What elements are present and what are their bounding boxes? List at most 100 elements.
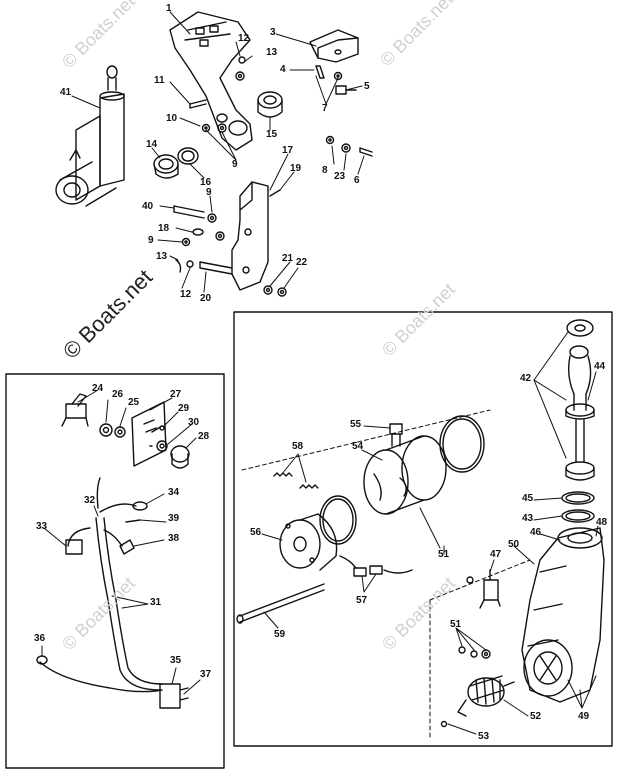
housing-54 — [363, 435, 447, 515]
part-label: 37 — [200, 669, 212, 680]
part-label: 24 — [92, 383, 104, 394]
part-label: 54 — [352, 441, 364, 452]
part-label: 18 — [158, 223, 170, 234]
part-label: 26 — [112, 389, 124, 400]
part-label: 5 — [364, 81, 370, 92]
part-label: 38 — [168, 533, 180, 544]
springs-58 — [273, 472, 319, 489]
part-label: 16 — [200, 177, 212, 188]
part-label: 15 — [266, 129, 278, 140]
part-label: 51 — [438, 549, 450, 560]
part-label: 9 — [232, 159, 238, 170]
part-label: 11 — [154, 75, 165, 86]
reservoir-42 — [565, 319, 595, 481]
part-label: 14 — [146, 139, 158, 150]
part-label: 48 — [596, 517, 608, 528]
part-label: 20 — [200, 293, 212, 304]
part-label: 13 — [266, 47, 278, 58]
switch-24 — [61, 393, 89, 427]
o-ring-rear — [439, 415, 485, 473]
part-label: 29 — [178, 403, 190, 414]
part-label: 4 — [280, 64, 286, 75]
gear-housing-50 — [521, 527, 605, 703]
part-label: 42 — [520, 373, 532, 384]
bracket-17 — [231, 181, 269, 291]
part-label: 57 — [356, 595, 368, 606]
cap-28 — [170, 445, 190, 469]
part-label: 7 — [322, 103, 328, 114]
part-label: 33 — [36, 521, 48, 532]
part-label: 9 — [206, 187, 212, 198]
leader-lines — [41, 11, 599, 735]
part-label: 35 — [170, 655, 182, 666]
wire-harness-31 — [36, 477, 163, 693]
seal-45 — [561, 491, 595, 505]
part-label: 55 — [350, 419, 362, 430]
part-label: 1 — [166, 3, 172, 14]
lower-left-panel — [5, 373, 225, 769]
connector-33 — [65, 539, 83, 555]
hardware-top — [189, 56, 373, 157]
part-label: 52 — [530, 711, 542, 722]
washers-51b — [458, 646, 491, 659]
brush-57 — [339, 555, 413, 577]
part-label: 50 — [508, 539, 520, 550]
part-label: 40 — [142, 201, 154, 212]
part-label: 36 — [34, 633, 46, 644]
lower-right-panel — [233, 311, 613, 747]
part-label: 32 — [84, 495, 96, 506]
part-label: 51 — [450, 619, 462, 630]
part-label: 27 — [170, 389, 182, 400]
nut-30 — [156, 440, 168, 452]
trim-motor-41 — [55, 65, 125, 207]
bracket-3 — [309, 29, 359, 63]
part-label: 17 — [282, 145, 294, 156]
part-label: 30 — [188, 417, 200, 428]
part-label: 10 — [166, 113, 178, 124]
part-label: 25 — [128, 397, 140, 408]
end-cap-56 — [279, 513, 338, 571]
part-label: 46 — [530, 527, 542, 538]
hardware-middle — [173, 189, 287, 297]
part-label: 39 — [168, 513, 180, 524]
clip-38 — [119, 539, 135, 555]
part-label: 13 — [156, 251, 168, 262]
part-label: 41 — [60, 87, 72, 98]
seal-43 — [561, 509, 595, 523]
part-label: 9 — [148, 235, 154, 246]
mount-bracket-1 — [169, 11, 253, 151]
dashed-separator — [241, 409, 491, 471]
washers-25-26 — [99, 423, 126, 438]
part-label: 3 — [270, 27, 276, 38]
bushing-15 — [257, 91, 283, 118]
part-label: 22 — [296, 257, 308, 268]
part-label: 6 — [354, 175, 360, 186]
part-label: 58 — [292, 441, 304, 452]
part-label: 59 — [274, 629, 286, 640]
bushing-14 — [153, 154, 179, 179]
part-label: 21 — [282, 253, 294, 264]
part-label: 56 — [250, 527, 262, 538]
armature-52 — [457, 675, 515, 717]
part-label: 8 — [322, 165, 328, 176]
part-label: 19 — [290, 163, 302, 174]
fitting-55 — [389, 423, 403, 447]
part-label: 47 — [490, 549, 502, 560]
o-ring-front — [319, 495, 357, 545]
part-label: 53 — [478, 731, 490, 742]
part-label: 34 — [168, 487, 180, 498]
part-label: 23 — [334, 171, 346, 182]
plate-27 — [131, 401, 167, 467]
part-label: 31 — [150, 597, 162, 608]
ring-16 — [177, 147, 199, 165]
part-label: 49 — [578, 711, 590, 722]
part-label: 12 — [238, 33, 250, 44]
connector-35 — [159, 683, 189, 709]
part-label: 44 — [594, 361, 606, 372]
bolt-59 — [236, 583, 325, 624]
thermal-switch-47 — [479, 569, 501, 609]
part-label: 28 — [198, 431, 210, 442]
part-label: 43 — [522, 513, 534, 524]
part-label: 12 — [180, 289, 192, 300]
